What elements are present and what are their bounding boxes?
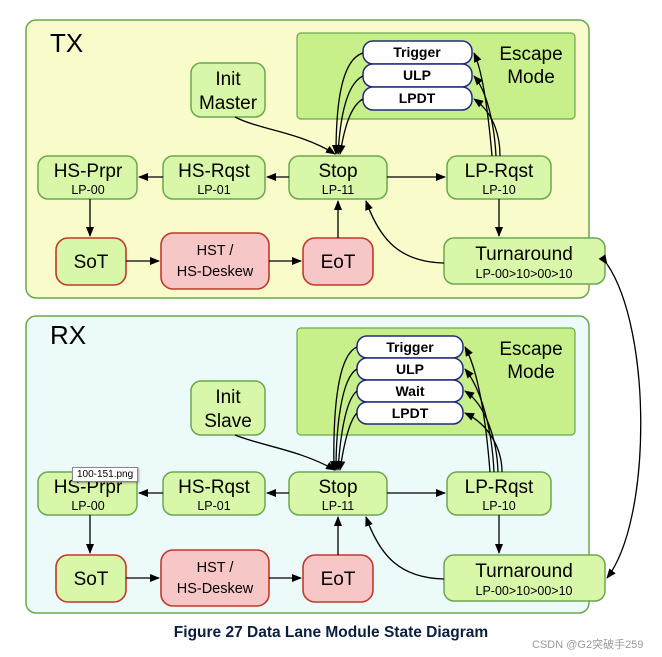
tx-arrow-trigger-to-stop bbox=[332, 52, 364, 155]
tx-hs-prpr-label: HS-Prpr bbox=[54, 161, 123, 182]
rx-hst-state bbox=[160, 549, 270, 607]
tx-init-line1: Init bbox=[215, 69, 241, 90]
tx-hs-rqst-sub: LP-01 bbox=[197, 183, 230, 197]
tx-eot-label: EoT bbox=[321, 252, 356, 273]
tx-escape-item-ulp-label: ULP bbox=[403, 67, 431, 83]
rx-init-state bbox=[190, 380, 266, 436]
watermark: CSDN @G2突破手259 bbox=[532, 639, 644, 651]
rx-hst-line1: HST / bbox=[197, 560, 235, 576]
rx-hs-rqst-sub: LP-01 bbox=[197, 499, 230, 513]
tx-stop-label: Stop bbox=[318, 161, 357, 182]
tx-arrow-lprqst-to-lpdt bbox=[473, 98, 501, 157]
rx-hst-line2: HS-Deskew bbox=[177, 581, 254, 597]
tx-panel: TX Escape Mode Trigger ULP LPDT Init Mas… bbox=[25, 19, 606, 299]
tx-init-state bbox=[190, 62, 266, 118]
rx-turnaround-label: Turnaround bbox=[475, 561, 573, 582]
rx-arrow-lprqst-to-ulp bbox=[464, 368, 495, 473]
rx-hs-prpr-label: HS-Prpr bbox=[54, 477, 123, 498]
tx-arrow-ulp-to-stop bbox=[334, 75, 364, 155]
tx-escape-item-trigger-label: Trigger bbox=[393, 44, 441, 60]
tx-arrow-lprqst-to-ulp bbox=[473, 75, 497, 157]
tx-hs-rqst-label: HS-Rqst bbox=[178, 161, 251, 182]
rx-arrow-lprqst-to-lpdt bbox=[464, 412, 503, 473]
arrow-tx-turnaround-rx-turnaround bbox=[598, 254, 642, 579]
tx-hs-prpr-sub: LP-00 bbox=[71, 183, 104, 197]
rx-stop-sub: LP-11 bbox=[322, 499, 354, 513]
rx-sot-label: SoT bbox=[74, 569, 109, 590]
rx-panel: RX Escape Mode Trigger ULP Wait LPDT Ini… bbox=[25, 315, 606, 614]
rx-escape-item-lpdt-label: LPDT bbox=[392, 405, 429, 421]
tx-init-line2: Master bbox=[199, 93, 258, 114]
tx-hst-line2: HS-Deskew bbox=[177, 264, 254, 280]
tx-arrow-lpdt-to-stop bbox=[337, 98, 364, 155]
tx-arrow-turnaround-to-stop bbox=[365, 200, 445, 264]
tx-hs-prpr-state bbox=[37, 155, 138, 200]
tx-turnaround-sub: LP-00>10>00>10 bbox=[476, 267, 573, 281]
rx-turnaround-sub: LP-00>10>00>10 bbox=[476, 584, 573, 598]
tx-escape-item-lpdt bbox=[362, 86, 473, 111]
rx-arrow-lpdt-to-stop bbox=[337, 412, 358, 471]
rx-arrow-init-to-stop bbox=[234, 434, 336, 471]
rx-escape-item-trigger-label: Trigger bbox=[386, 339, 434, 355]
figure-caption: Figure 27 Data Lane Module State Diagram bbox=[173, 624, 489, 641]
rx-escape-item-ulp-label: ULP bbox=[396, 361, 424, 377]
rx-arrow-turnaround-to-stop bbox=[365, 516, 445, 580]
rx-hs-rqst-label: HS-Rqst bbox=[178, 477, 251, 498]
rx-init-line2: Slave bbox=[204, 411, 252, 432]
tx-hst-state bbox=[160, 232, 270, 290]
tx-arrow-init-to-stop bbox=[234, 116, 336, 155]
rx-stop-label: Stop bbox=[318, 477, 357, 498]
rx-init-line1: Init bbox=[215, 387, 241, 408]
rx-escape-title-line1: Escape bbox=[499, 339, 562, 360]
tx-hst-line1: HST / bbox=[197, 243, 235, 259]
rx-arrow-lprqst-to-wait bbox=[464, 390, 499, 473]
rx-lp-rqst-label: LP-Rqst bbox=[465, 477, 534, 498]
tx-transitions bbox=[86, 52, 503, 265]
tx-lp-rqst-label: LP-Rqst bbox=[465, 161, 534, 182]
rx-panel-title: RX bbox=[50, 320, 86, 350]
rx-eot-label: EoT bbox=[321, 569, 356, 590]
tx-escape-title-line1: Escape bbox=[499, 44, 562, 65]
rx-escape-item-wait-label: Wait bbox=[395, 383, 424, 399]
file-name-tooltip: 100-151.png bbox=[72, 467, 139, 482]
tx-lp-rqst-sub: LP-10 bbox=[482, 183, 515, 197]
rx-arrow-trigger-to-stop bbox=[329, 346, 358, 471]
tx-stop-sub: LP-11 bbox=[322, 183, 354, 197]
turnaround-link bbox=[598, 254, 642, 579]
rx-escape-title-line2: Mode bbox=[507, 362, 555, 383]
rx-hs-prpr-sub: LP-00 bbox=[71, 499, 104, 513]
rx-arrow-ulp-to-stop bbox=[332, 368, 358, 471]
tx-escape-title-line2: Mode bbox=[507, 67, 555, 88]
tx-turnaround-label: Turnaround bbox=[475, 244, 573, 265]
tx-escape-item-lpdt-label: LPDT bbox=[399, 90, 436, 106]
tx-sot-label: SoT bbox=[74, 252, 109, 273]
rx-transitions bbox=[86, 346, 503, 582]
tx-panel-title: TX bbox=[50, 28, 83, 58]
rx-lp-rqst-sub: LP-10 bbox=[482, 499, 515, 513]
